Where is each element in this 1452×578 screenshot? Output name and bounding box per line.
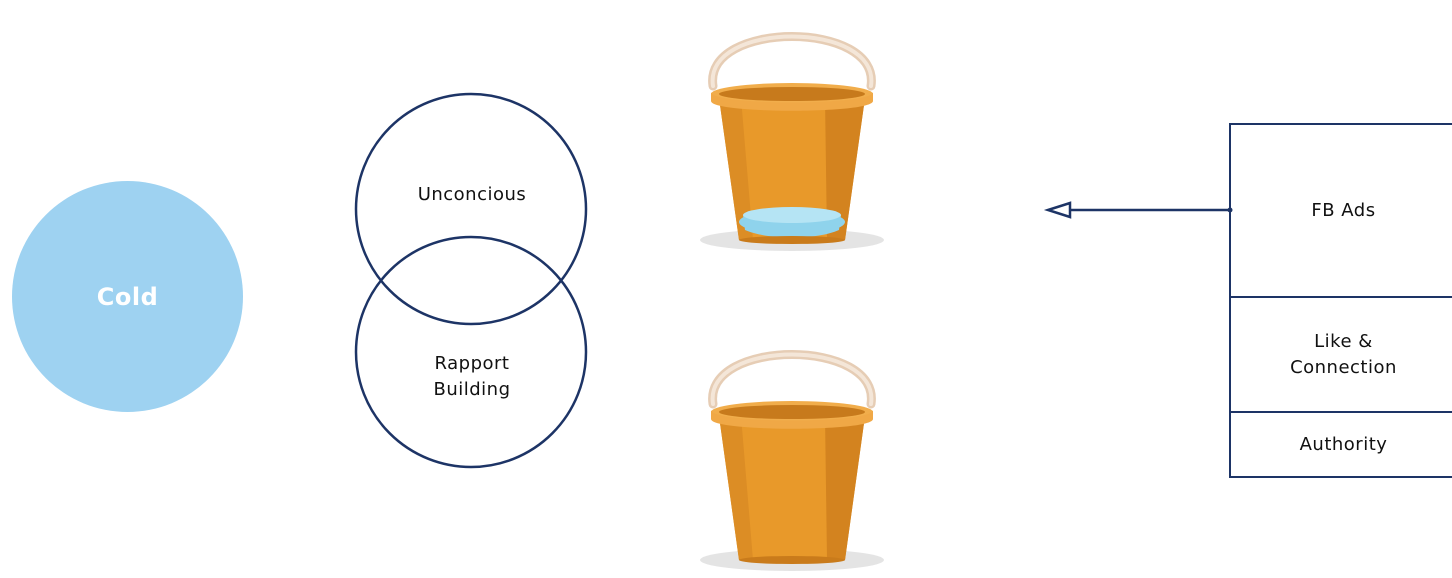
bucket-with-water-icon [700,32,884,251]
stack-cell-like-connection: Like & Connection [1231,298,1452,413]
stack-cell-fb-ads: FB Ads [1231,125,1452,298]
like-connection-line2: Connection [1290,356,1397,378]
hollow-arrow-left-icon [1043,201,1233,219]
channel-stack: FB Ads Like & Connection Authority [1229,123,1452,478]
unconscious-label-text: Unconcious [417,184,527,205]
rapport-building-circle [354,235,588,469]
stack-cell-authority: Authority [1231,413,1452,476]
authority-label: Authority [1299,433,1388,455]
empty-bucket-icon [700,350,884,571]
like-connection-line1: Like & [1314,330,1373,352]
rapport-building-line1: Rapport [434,353,510,374]
fb-ads-label: FB Ads [1311,199,1376,221]
rapport-building-label: Rapport Building [372,351,572,403]
unconscious-circle [354,92,588,326]
cold-label: Cold [96,282,159,311]
rapport-building-line2: Building [433,379,511,400]
cold-circle: Cold [12,181,243,412]
unconscious-label: Unconcious [372,182,572,208]
